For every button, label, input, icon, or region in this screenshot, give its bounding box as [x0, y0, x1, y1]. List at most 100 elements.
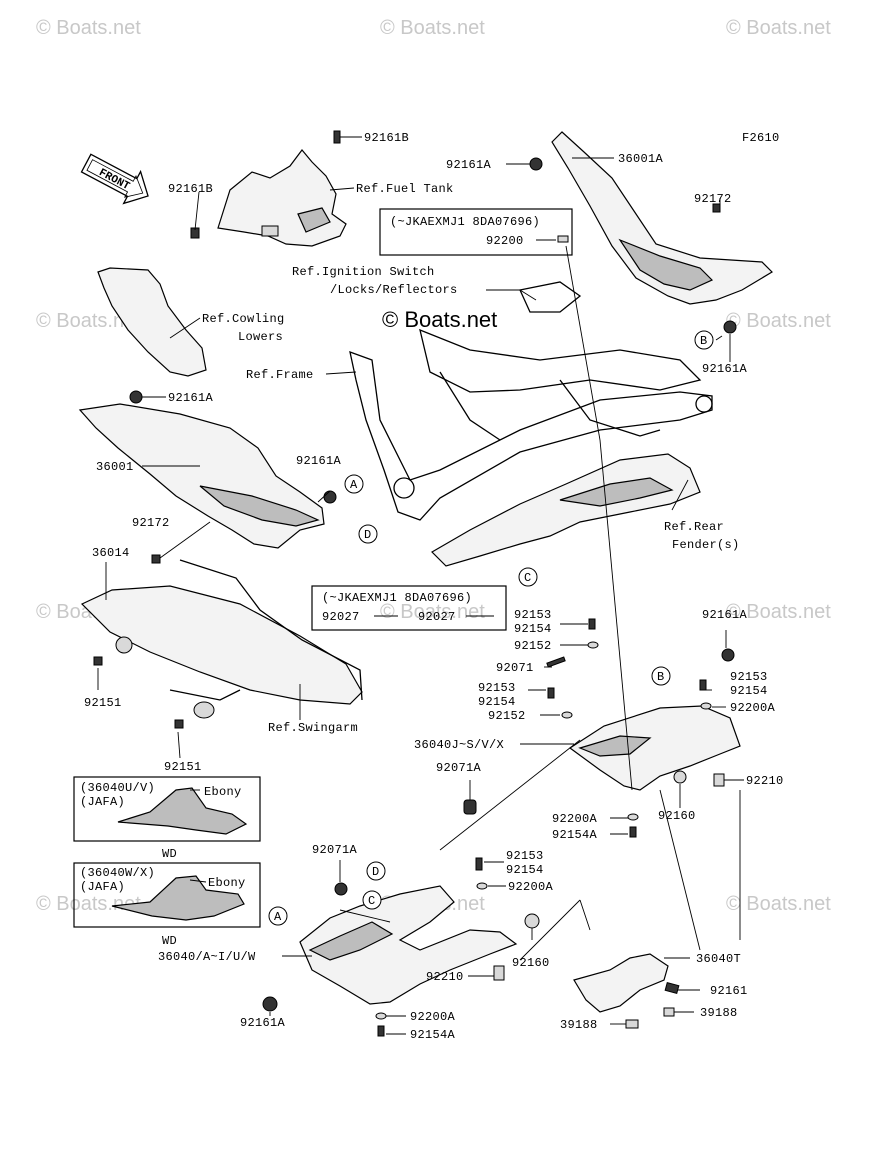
watermark-top-left: © Boats.net [36, 17, 141, 39]
label-92071A-b: 92071A [312, 843, 358, 857]
label-ebony-2: Ebony [208, 876, 246, 890]
label-wd-2: WD [162, 934, 177, 948]
label-39188-left: 39188 [560, 1018, 598, 1032]
label-39188-right-icon [663, 1007, 675, 1017]
grommet-92161A-mid-icon [323, 490, 337, 504]
label-ref-frame: Ref.Frame [246, 368, 314, 382]
label-ref-ignition-2: /Locks/Reflectors [330, 283, 458, 297]
label-ref-cowling-1: Ref.Cowling [202, 312, 285, 326]
label-92154-a: 92154 [514, 622, 552, 636]
label-92161B-left: 92161B [168, 182, 213, 196]
callout-c-bottom-label: C [368, 894, 376, 908]
label-92172-left: 92172 [132, 516, 170, 530]
callout-d-bottom [366, 861, 386, 881]
label-92152-b: 92152 [488, 709, 526, 723]
callout-b-bottom-label: B [657, 670, 665, 684]
clip-92161-icon [664, 981, 680, 995]
label-ref-rear-1: Ref.Rear [664, 520, 724, 534]
front-arrow-icon: FRONT [80, 153, 149, 205]
watermarks: © Boats.net © Boats.net © Boats.net © Bo… [36, 17, 831, 915]
side-cover-36001-part [78, 403, 325, 549]
cowl-piece-36040T-part [573, 953, 669, 1013]
label-92154A-a: 92154A [552, 828, 598, 842]
label-variant-wx-1: (36040W/X) [80, 866, 155, 880]
nut-92200A-c-icon [476, 882, 488, 890]
damper-92160-a-icon [673, 770, 687, 784]
frame-part [349, 281, 713, 521]
label-92154A-b: 92154A [410, 1028, 456, 1042]
label-92161A-right: 92161A [702, 362, 748, 376]
label-36040T: 36040T [696, 952, 741, 966]
callout-b-bottom [651, 666, 671, 686]
strip-92071A-b-icon [334, 882, 348, 896]
callout-circles: A A B B C C D D [268, 330, 714, 926]
nut-92200A-b-icon [627, 813, 639, 821]
label-variant-uv-1: (36040U/V) [80, 781, 155, 795]
label-39188-right: 39188 [700, 1006, 738, 1020]
label-92172-right: 92172 [694, 192, 732, 206]
label-variant-wx-2: (JAFA) [80, 880, 125, 894]
label-92154-b: 92154 [478, 695, 516, 709]
bolt-92153-b-icon [547, 687, 555, 699]
label-92161A-lower-right: 92161A [702, 608, 748, 622]
washer-92152-b-icon [561, 711, 573, 719]
callout-c-top-label: C [524, 571, 532, 585]
damper-92160-b-icon [524, 913, 540, 929]
label-92210-a: 92210 [746, 774, 784, 788]
watermark-low-right: © Boats.net [726, 601, 831, 623]
callout-a-top [344, 474, 364, 494]
clip-92200-icon [557, 235, 569, 243]
strip-92071A-a-icon [463, 799, 477, 815]
grommet-92161A-left-icon [129, 390, 143, 404]
bolt-92151-b-icon [174, 719, 184, 729]
callout-b-top-label: B [700, 334, 708, 348]
bolt-92153-d-icon [475, 857, 483, 871]
bolt-92151-a-icon [93, 656, 103, 666]
watermark-low-center: © Boats.net [380, 601, 485, 623]
under-cowl-36040J-part [568, 705, 741, 791]
watermark-mid-right: © Boats.net [726, 310, 831, 332]
screw-92172-left-icon [151, 554, 161, 564]
callout-c-bottom [362, 890, 382, 910]
label-92200A-c: 92200A [508, 880, 554, 894]
watermark-mid-left: © Boats.net [36, 310, 141, 332]
serial-note-box-2 [311, 585, 507, 631]
cowling-bracket-part [97, 267, 207, 377]
bolt-92161B-top-icon [333, 130, 341, 144]
label-39188-left-icon [625, 1019, 639, 1029]
label-wd-1: WD [162, 847, 177, 861]
label-92154-d: 92154 [506, 863, 544, 877]
label-92200: 92200 [486, 234, 524, 248]
label-92153-b: 92153 [478, 681, 516, 695]
label-92161A-left: 92161A [168, 391, 214, 405]
label-92027-a: 92027 [322, 610, 360, 624]
watermark-top-right: © Boats.net [726, 17, 831, 39]
nut-92200A-d-icon [375, 1012, 387, 1020]
washer-92152-a-icon [587, 641, 599, 649]
callout-d-top-label: D [364, 528, 372, 542]
label-36001: 36001 [96, 460, 134, 474]
watermark-center: © Boats.net [382, 307, 497, 332]
label-92151-b: 92151 [164, 760, 202, 774]
seat-cover-36001A-part [551, 131, 773, 305]
label-92154-c: 92154 [730, 684, 768, 698]
label-92153-c: 92153 [730, 670, 768, 684]
label-ref-swingarm: Ref.Swingarm [268, 721, 358, 735]
bolt-92153-a-icon [588, 618, 596, 630]
label-92200A-a: 92200A [730, 701, 776, 715]
label-36040-main: 36040/A~I/U/W [158, 950, 256, 964]
label-92200A-b: 92200A [552, 812, 598, 826]
label-92161A-top: 92161A [446, 158, 492, 172]
label-36014: 36014 [92, 546, 130, 560]
variant-box-uv [73, 776, 261, 842]
screw-92154A-b-icon [377, 1025, 385, 1037]
strip-92071-icon [546, 656, 566, 668]
callout-d-bottom-label: D [372, 865, 380, 879]
collar-92210-a-icon [713, 773, 725, 787]
label-ref-ignition-1: Ref.Ignition Switch [292, 265, 435, 279]
label-ref-fuel-tank: Ref.Fuel Tank [356, 182, 454, 196]
variant-wx-part [111, 875, 245, 921]
label-92210-b: 92210 [426, 970, 464, 984]
label-92160-b: 92160 [512, 956, 550, 970]
variant-box-wx [73, 862, 261, 928]
